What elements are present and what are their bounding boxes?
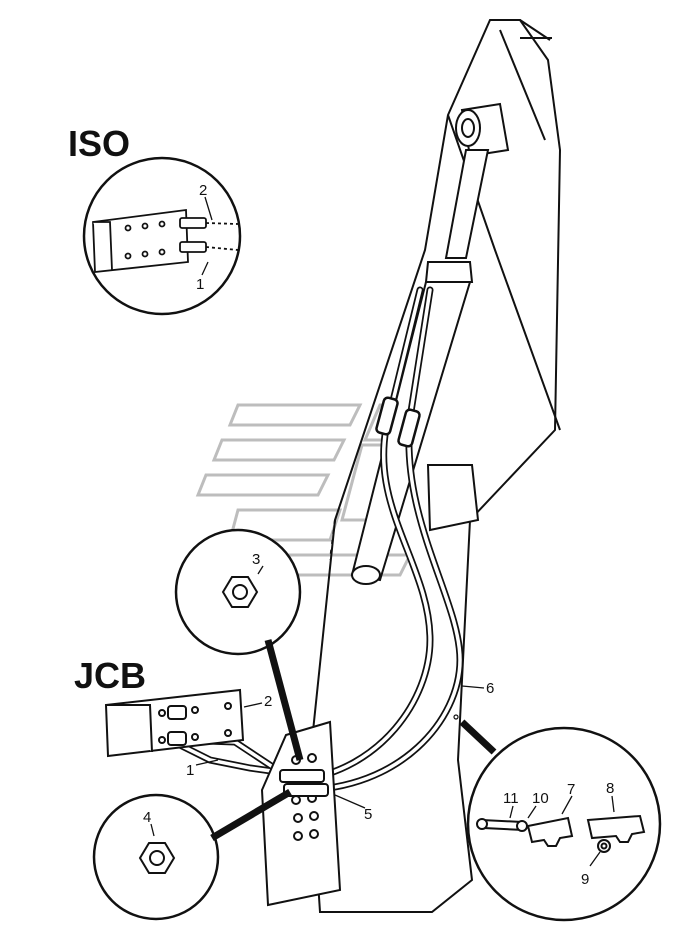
callout-4: 4 [143,809,151,826]
callout-8: 8 [606,780,614,797]
callout-3: 3 [252,551,260,568]
hydraulic-cylinder [350,102,510,585]
callout-11: 11 [503,790,519,807]
detail-4-inset [92,788,292,921]
detail-3-inset [174,528,304,761]
iso-detail-inset [82,156,242,316]
iso-title: ISO [68,123,130,164]
clamp-detail-inset [453,714,662,922]
callout-5: 5 [364,806,372,823]
iso-callout-2: 2 [199,182,207,199]
hoses [176,286,464,794]
jcb-valve-block [104,688,245,758]
callout-9: 9 [581,871,589,888]
callout-6: 6 [486,680,494,697]
callout-10: 10 [532,790,549,807]
callout-7: 7 [567,781,575,798]
jcb-callout-1: 1 [186,762,194,779]
jcb-callout-2: 2 [264,693,272,710]
iso-callout-1: 1 [196,276,204,293]
iso-valve-block [92,208,239,273]
jcb-title: JCB [74,655,146,696]
valve-block [260,720,342,907]
